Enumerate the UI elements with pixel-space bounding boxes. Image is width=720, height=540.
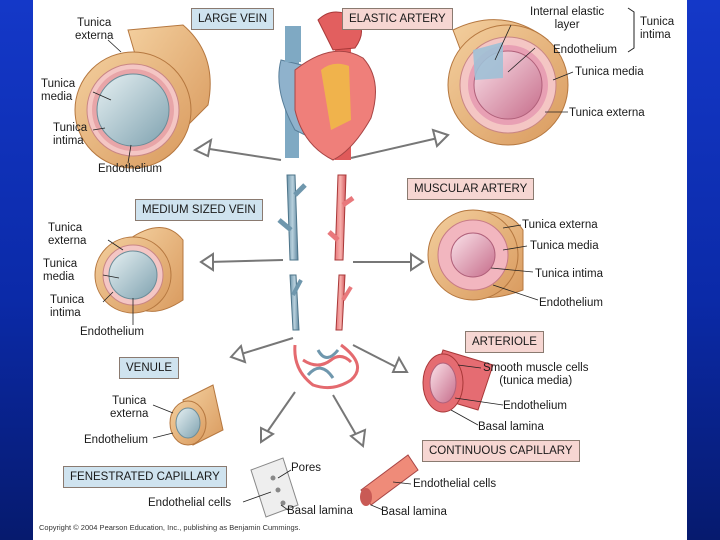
muscular-artery-illustration <box>427 209 524 301</box>
venule-illustration <box>169 384 224 446</box>
label-fc-endothelial-cells: Endothelial cells <box>148 497 232 509</box>
label-ea-media: Tunica media <box>575 66 644 78</box>
label-ar-basal-lamina: Basal lamina <box>478 421 544 433</box>
label-ve-externa: Tunica externa <box>110 395 149 420</box>
slide: LARGE VEIN ELASTIC ARTERY MUSCULAR ARTER… <box>33 0 687 540</box>
title-venule: VENULE <box>119 357 180 379</box>
label-lv-endothelium: Endothelium <box>98 163 162 175</box>
label-lv-media: Tunica media <box>41 78 76 103</box>
label-ma-intima: Tunica intima <box>535 268 603 280</box>
arteriole-illustration <box>422 349 494 413</box>
central-vessel-tubes <box>277 174 355 331</box>
title-arteriole: ARTERIOLE <box>465 331 544 353</box>
leader-lines <box>92 24 574 511</box>
title-elastic-artery: ELASTIC ARTERY <box>342 8 453 30</box>
label-ea-internal-elastic: Internal elastic layer <box>530 6 605 31</box>
label-ma-externa: Tunica externa <box>522 219 598 231</box>
capillary-bed <box>293 343 360 390</box>
title-fenestrated-capillary: FENESTRATED CAPILLARY <box>63 466 227 488</box>
label-cc-endothelial-cells: Endothelial cells <box>413 478 497 490</box>
title-muscular-artery: MUSCULAR ARTERY <box>407 178 535 200</box>
label-ea-intima: Tunica intima <box>640 16 675 41</box>
label-ma-endothelium: Endothelium <box>539 297 603 309</box>
label-ea-externa: Tunica externa <box>569 107 645 119</box>
label-lv-intima: Tunica intima <box>53 122 88 147</box>
label-ar-endothelium: Endothelium <box>503 400 567 412</box>
heart-illustration <box>278 11 376 161</box>
label-mv-externa: Tunica externa <box>48 222 87 247</box>
label-mv-intima: Tunica intima <box>50 294 85 319</box>
vessel-diagram <box>74 7 635 518</box>
label-ar-smooth-muscle: Smooth muscle cells (tunica media) <box>483 362 589 387</box>
label-fc-pores: Pores <box>291 462 322 474</box>
elastic-artery-illustration <box>447 19 569 146</box>
label-ea-endothelium: Endothelium <box>553 44 617 56</box>
label-mv-media: Tunica media <box>43 258 78 283</box>
flow-arrows <box>192 128 450 448</box>
title-medium-vein: MEDIUM SIZED VEIN <box>135 199 263 221</box>
continuous-capillary-illustration <box>360 454 419 506</box>
tunica-intima-brace <box>627 7 635 53</box>
label-mv-endothelium: Endothelium <box>80 326 144 338</box>
title-continuous-capillary: CONTINUOUS CAPILLARY <box>422 440 580 462</box>
label-ma-media: Tunica media <box>530 240 599 252</box>
label-ve-endothelium: Endothelium <box>84 434 148 446</box>
copyright-notice: Copyright © 2004 Pearson Education, Inc.… <box>39 523 301 532</box>
label-fc-basal-lamina: Basal lamina <box>287 505 353 517</box>
label-lv-externa: Tunica externa <box>75 17 114 42</box>
label-cc-basal-lamina: Basal lamina <box>381 506 447 518</box>
title-large-vein: LARGE VEIN <box>191 8 275 30</box>
large-vein-illustration <box>74 24 211 169</box>
